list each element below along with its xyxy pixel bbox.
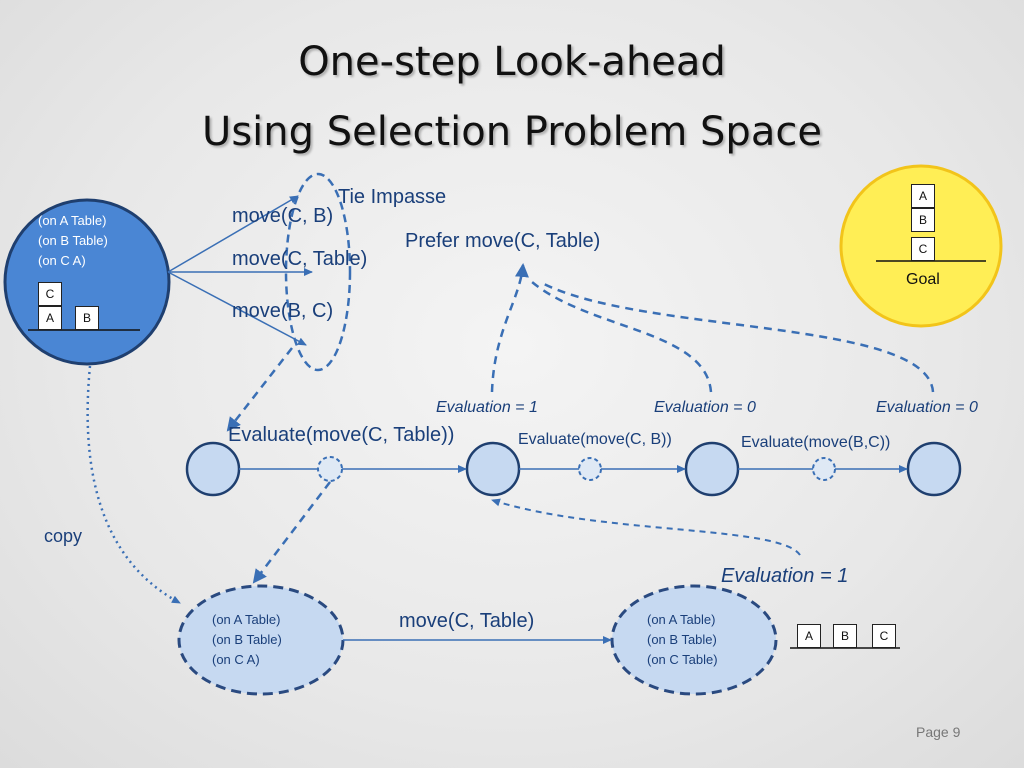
chain-operator-2	[578, 457, 602, 481]
evaluation-2-arrow	[531, 281, 713, 393]
operator-move-c-table: move(C, Table)	[232, 248, 368, 270]
evaluation-3-arrow	[539, 280, 935, 393]
goal-block-middle: B	[911, 208, 935, 232]
arrow-move-c-b	[167, 195, 299, 273]
tie-impasse-label: Tie Impasse	[338, 186, 447, 208]
lower-evaluation-arrow	[491, 498, 801, 556]
copy-label: copy	[44, 526, 83, 546]
evaluate-to-lower-arrow	[252, 481, 331, 584]
chain-node-2	[465, 441, 521, 497]
lower-block-a: A	[797, 624, 821, 648]
operator-move-c-b: move(C, B)	[232, 205, 334, 227]
arrow-move-b-c	[167, 271, 307, 346]
title-line-1: One-step Look-ahead	[298, 39, 726, 85]
lower-left-fact-2: (on B Table)	[212, 632, 282, 647]
operator-move-b-c: move(B, C)	[232, 300, 334, 322]
goal-block-bottom: C	[911, 237, 935, 261]
evaluation-1-arrow	[490, 263, 529, 393]
lower-right-fact-3: (on C Table)	[647, 652, 718, 667]
initial-block-bottom-right: B	[75, 306, 99, 330]
chain-operator-3	[812, 457, 836, 481]
lower-block-c: C	[872, 624, 896, 648]
impasse-to-evaluate-arrow	[226, 347, 293, 432]
initial-fact-3: (on C A)	[38, 253, 86, 268]
lower-left-fact-3: (on C A)	[212, 652, 260, 667]
initial-block-top: C	[38, 282, 62, 306]
evaluation-label-3: Evaluation = 0	[876, 399, 978, 416]
tie-impasse-ellipse	[284, 172, 352, 372]
evaluation-label-1: Evaluation = 1	[436, 399, 538, 416]
evaluation-label-2: Evaluation = 0	[654, 399, 756, 416]
preference-label: Prefer move(C, Table)	[405, 230, 601, 252]
page-number: Page 9	[916, 724, 961, 740]
chain-node-1	[185, 441, 241, 497]
evaluate-op-label-3: Evaluate(move(B,C))	[741, 434, 891, 451]
copy-arrow	[86, 365, 181, 605]
initial-state-facts: (on A Table) (on B Table) (on C A)	[38, 211, 108, 271]
initial-fact-2: (on B Table)	[38, 233, 108, 248]
lower-operator-label: move(C, Table)	[399, 610, 535, 632]
chain-node-4	[906, 441, 962, 497]
lower-right-state	[610, 584, 778, 696]
initial-block-bottom-left: A	[38, 306, 62, 330]
lower-right-facts: (on A Table) (on B Table) (on C Table)	[647, 610, 718, 670]
chain-operator-1	[317, 456, 343, 482]
lower-right-fact-1: (on A Table)	[647, 612, 716, 627]
initial-fact-1: (on A Table)	[38, 213, 107, 228]
lower-right-fact-2: (on B Table)	[647, 632, 717, 647]
chain-node-3	[684, 441, 740, 497]
goal-label: Goal	[906, 271, 940, 288]
lower-evaluation-label: Evaluation = 1	[721, 565, 849, 587]
evaluate-op-label-1: Evaluate(move(C, Table))	[228, 424, 455, 446]
lower-block-b: B	[833, 624, 857, 648]
lower-left-facts: (on A Table) (on B Table) (on C A)	[212, 610, 282, 670]
title-line-2: Using Selection Problem Space	[202, 109, 822, 155]
lower-left-fact-1: (on A Table)	[212, 612, 281, 627]
evaluate-op-label-2: Evaluate(move(C, B))	[518, 431, 672, 448]
goal-block-top: A	[911, 184, 935, 208]
